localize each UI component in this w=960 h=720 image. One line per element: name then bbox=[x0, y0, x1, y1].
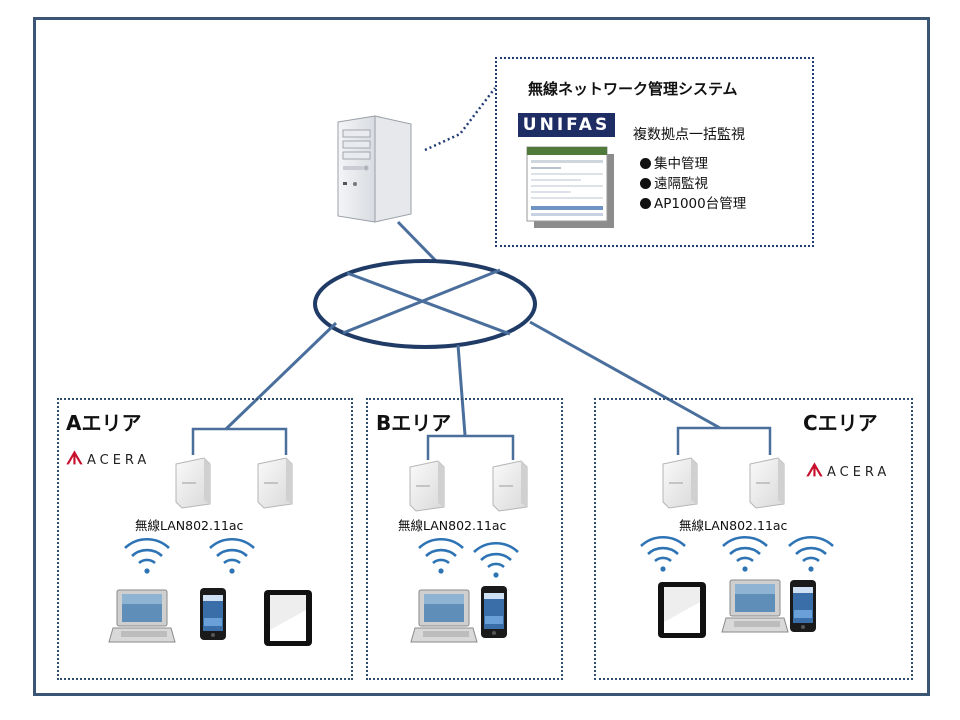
bullet-icon bbox=[640, 178, 651, 189]
branch-a bbox=[191, 427, 288, 455]
access-point-icon bbox=[749, 457, 785, 509]
bullet-icon bbox=[640, 198, 651, 209]
system-callout bbox=[495, 57, 814, 247]
smartphone-icon bbox=[200, 588, 226, 640]
server-icon bbox=[337, 115, 412, 223]
unifas-logo: UNIFAS bbox=[518, 113, 615, 137]
access-point-icon bbox=[662, 457, 698, 509]
management-screen-thumbnail bbox=[526, 146, 614, 228]
access-point-icon bbox=[492, 460, 528, 512]
area-b-lan-label: 無線LAN802.11ac bbox=[398, 518, 507, 533]
access-point-icon bbox=[257, 457, 293, 509]
system-title: 無線ネットワーク管理システム bbox=[528, 80, 738, 98]
network-cross-2 bbox=[342, 268, 501, 335]
wifi-icon bbox=[208, 537, 256, 575]
smartphone-icon bbox=[790, 580, 816, 632]
system-subtitle: 複数拠点一括監視 bbox=[633, 127, 745, 143]
wifi-icon bbox=[123, 537, 171, 575]
link-area-a bbox=[224, 321, 338, 431]
laptop-icon bbox=[108, 589, 176, 643]
area-c-title: Cエリア bbox=[803, 411, 878, 435]
area-b-title: Bエリア bbox=[376, 411, 452, 435]
link-area-c bbox=[529, 320, 721, 430]
branch-c bbox=[676, 426, 772, 455]
wifi-icon bbox=[639, 535, 687, 573]
tablet-icon bbox=[658, 582, 706, 638]
feature-item: AP1000台管理 bbox=[640, 192, 746, 212]
bullet-icon bbox=[640, 158, 651, 169]
network-cross-1 bbox=[346, 271, 511, 336]
feature-item: 遠隔監視 bbox=[640, 172, 708, 192]
tablet-icon bbox=[264, 590, 312, 646]
outer-frame bbox=[33, 17, 930, 696]
feature-item: 集中管理 bbox=[640, 152, 708, 172]
access-point-icon bbox=[409, 460, 445, 512]
smartphone-icon bbox=[481, 586, 507, 638]
area-a-title: Aエリア bbox=[66, 411, 142, 435]
area-c-lan-label: 無線LAN802.11ac bbox=[679, 518, 788, 533]
wifi-icon bbox=[721, 535, 769, 573]
area-a-lan-label: 無線LAN802.11ac bbox=[135, 518, 244, 533]
wifi-icon bbox=[417, 537, 465, 575]
laptop-icon bbox=[721, 579, 789, 633]
area-b bbox=[366, 398, 563, 680]
wifi-icon bbox=[472, 541, 520, 579]
branch-b bbox=[426, 434, 515, 460]
acera-mark-icon: ᗑ bbox=[806, 460, 823, 481]
area-a bbox=[57, 398, 353, 680]
link-area-b bbox=[456, 344, 467, 436]
acera-mark-icon: ᗑ bbox=[66, 448, 83, 469]
server-link bbox=[396, 220, 439, 264]
laptop-icon bbox=[410, 589, 478, 643]
wifi-icon bbox=[787, 535, 835, 573]
area-c bbox=[594, 398, 913, 680]
access-point-icon bbox=[175, 457, 211, 509]
